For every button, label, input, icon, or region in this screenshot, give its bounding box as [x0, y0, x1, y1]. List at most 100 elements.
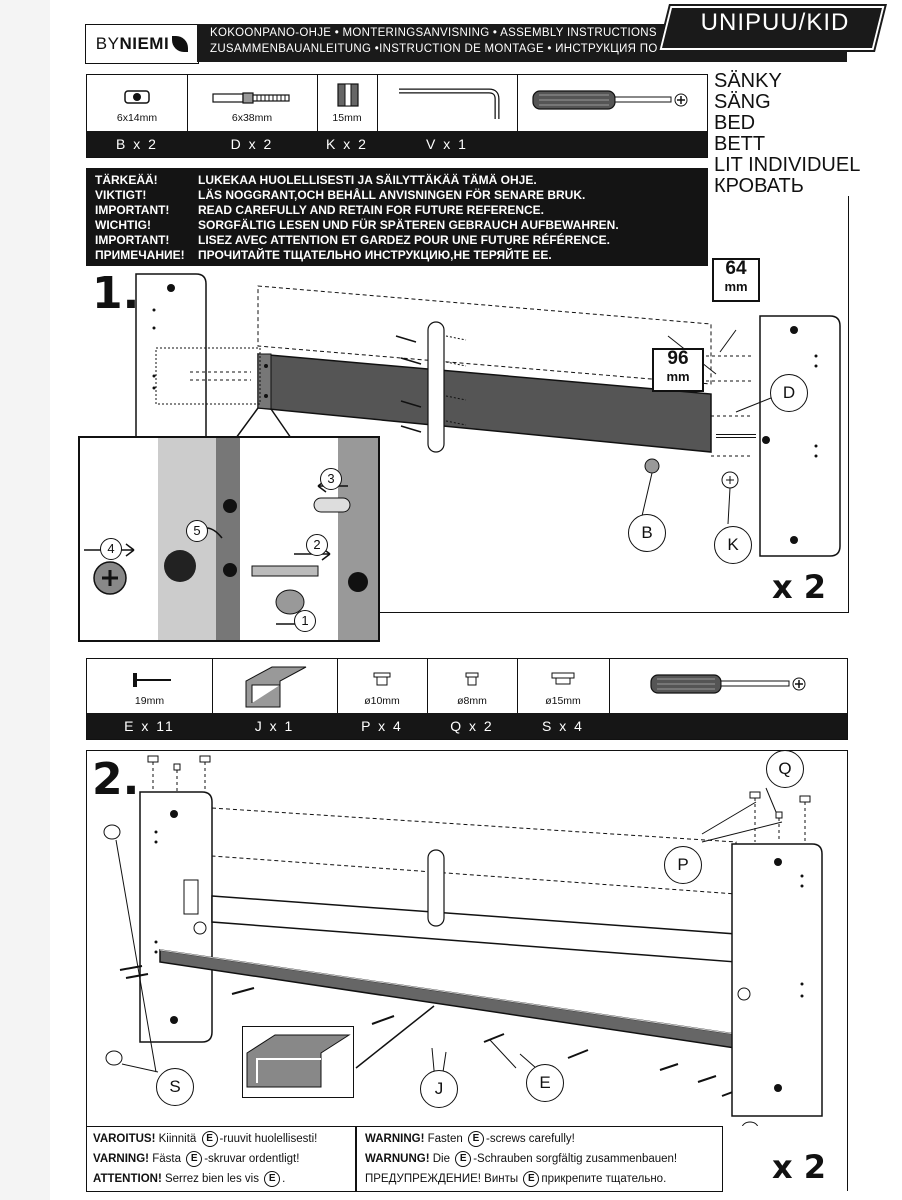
warning-key: VAROITUS! — [93, 1133, 156, 1146]
part-e-badge: E — [468, 1131, 484, 1147]
angle-rail-icon — [245, 666, 307, 708]
detail-diagram — [84, 438, 378, 640]
warning-pre: Die — [432, 1153, 450, 1166]
callout-s: S — [156, 1068, 194, 1106]
title-de: BETT — [714, 133, 766, 155]
step-marker-2: 2 — [306, 534, 328, 556]
part-code: J x 1 — [254, 718, 295, 734]
header-line-2: ZUSAMMENBAUANLEITUNG •INSTRUCTION DE MON… — [210, 43, 710, 55]
warning-key: VARNING! — [93, 1153, 150, 1166]
part-size: ø15mm — [545, 695, 581, 707]
part-size: 15mm — [332, 112, 362, 124]
warning-block — [86, 168, 708, 266]
step1-number: 1. — [92, 268, 140, 319]
rail-profile-icon — [246, 1034, 351, 1088]
part-size: 6x38mm — [231, 112, 273, 124]
measure-value: 96 — [667, 348, 689, 369]
part-code: E x 11 — [124, 718, 175, 734]
warning-key: TÄRKEÄÄ! — [95, 173, 158, 187]
warning-text: LISEZ AVEC ATTENTION ET GARDEZ POUR UNE … — [198, 233, 611, 247]
divider — [355, 1127, 357, 1191]
part-cell-s: ø15mm — [517, 659, 610, 739]
warning-key: VIKTIGT! — [95, 188, 147, 202]
parts-code-row: B x 2 D x 2 K x 2 V x 1 — [87, 131, 707, 157]
callout-j: J — [420, 1070, 458, 1108]
part-code: K x 2 — [326, 136, 368, 152]
step2-diagram — [103, 755, 823, 1126]
warning-text: SORGFÄLTIG LESEN UND FÜR SPÄTEREN GEBRAU… — [198, 218, 619, 232]
detail-zoom-box: 3 2 1 4 5 — [78, 436, 380, 642]
warning-key: ПРЕДУПРЕЖДЕНИЕ! — [365, 1173, 481, 1186]
page-margin — [0, 0, 50, 1200]
part-cell-tool — [517, 75, 705, 157]
part-cell-b: 6x14mm — [87, 75, 188, 157]
warning-text: LUKEKAA HUOLELLISESTI JA SÄILYTTÄKÄÄ TÄM… — [198, 173, 537, 187]
warning-key: WARNING! — [365, 1133, 425, 1146]
step2-number: 2. — [92, 754, 140, 805]
part-cell-k: 15mm — [317, 75, 378, 157]
part-cell-tool — [609, 659, 845, 739]
brand-logo: BY NIEMI — [85, 24, 199, 64]
screwdriver-icon — [532, 90, 688, 110]
warning-line-sv: VARNING! Fästa E-skruvar ordentligt! — [93, 1151, 299, 1167]
callout-e: E — [526, 1064, 564, 1102]
callout-d: D — [770, 374, 808, 412]
warning-pre: Fasten — [427, 1133, 463, 1146]
part-e-badge: E — [455, 1151, 472, 1167]
part-code: D x 2 — [230, 136, 274, 152]
leaf-icon — [172, 36, 189, 52]
parts-table-bottom: 19mm ø10mm ø8mm ø15mm — [86, 658, 848, 740]
part-cell-d: 6x38mm — [187, 75, 318, 157]
step-marker-4: 4 — [100, 538, 122, 560]
part-cell-p: ø10mm — [337, 659, 428, 739]
warning-pre: Serrez bien les vis — [164, 1173, 259, 1186]
warning-key: IMPORTANT! — [95, 203, 170, 217]
part-code: S x 4 — [542, 718, 584, 734]
rail-zoom-box — [242, 1026, 354, 1098]
part-e-badge: E — [264, 1171, 281, 1187]
warning-post: -screws carefully! — [486, 1133, 575, 1146]
callout-k: K — [714, 526, 752, 564]
warning-key: IMPORTANT! — [95, 233, 170, 247]
warning-text: READ CAREFULLY AND RETAIN FOR FUTURE REF… — [198, 203, 545, 217]
plug-icon — [373, 672, 391, 686]
measure-96: 96 mm — [652, 348, 704, 392]
step-marker-1: 1 — [294, 610, 316, 632]
plug-icon — [551, 672, 575, 685]
bottom-warning: VAROITUS! Kiinnitä E-ruuvit huolellisest… — [86, 1126, 723, 1192]
warning-text: LÄS NOGGRANT,OCH BEHÅLL ANVISNINGEN FÖR … — [198, 188, 586, 202]
part-size: 19mm — [134, 695, 165, 707]
title-fr: LIT INDIVIDUEL — [714, 154, 861, 176]
part-cell-q: ø8mm — [427, 659, 518, 739]
step2-frame — [86, 750, 848, 1191]
callout-p: P — [664, 846, 702, 884]
step-marker-5: 5 — [186, 520, 208, 542]
callout-b: B — [628, 514, 666, 552]
screwdriver-icon — [650, 674, 806, 694]
warning-key: WARNUNG! — [365, 1153, 430, 1166]
step-marker-3: 3 — [320, 468, 342, 490]
callout-q: Q — [766, 750, 804, 788]
parts-table-top: 6x14mm 6x38mm 15mm B x 2 — [86, 74, 708, 158]
part-code: P x 4 — [361, 718, 403, 734]
allen-key-icon — [399, 88, 500, 119]
warning-line-fi: VAROITUS! Kiinnitä E-ruuvit huolellisest… — [93, 1131, 317, 1147]
part-e-badge: E — [523, 1171, 540, 1187]
cam-bolt-icon — [212, 92, 290, 104]
title-ru: КРОВАТЬ — [714, 175, 804, 197]
part-cell-e: 19mm — [87, 659, 213, 739]
title-fi: SÄNKY — [714, 70, 782, 92]
product-name: UNIPUU/KID — [700, 9, 850, 36]
part-e-badge: E — [186, 1151, 203, 1167]
step1-frame — [86, 196, 849, 613]
warning-key: ATTENTION! — [93, 1173, 162, 1186]
part-code: Q x 2 — [450, 718, 494, 734]
part-cell-v — [377, 75, 518, 157]
parts-code-row: E x 11 J x 1 P x 4 Q x 2 S x 4 — [87, 713, 847, 739]
plug-icon — [465, 672, 479, 686]
warning-post: -ruuvit huolellisesti! — [219, 1133, 318, 1146]
title-sv: SÄNG — [714, 91, 771, 113]
warning-post: прикрепите тщательно. — [541, 1173, 667, 1186]
warning-text: ПРОЧИТАЙТЕ ТЩАТЕЛЬНО ИНСТРУКЦИЮ,НЕ ТЕРЯЙ… — [198, 248, 552, 262]
